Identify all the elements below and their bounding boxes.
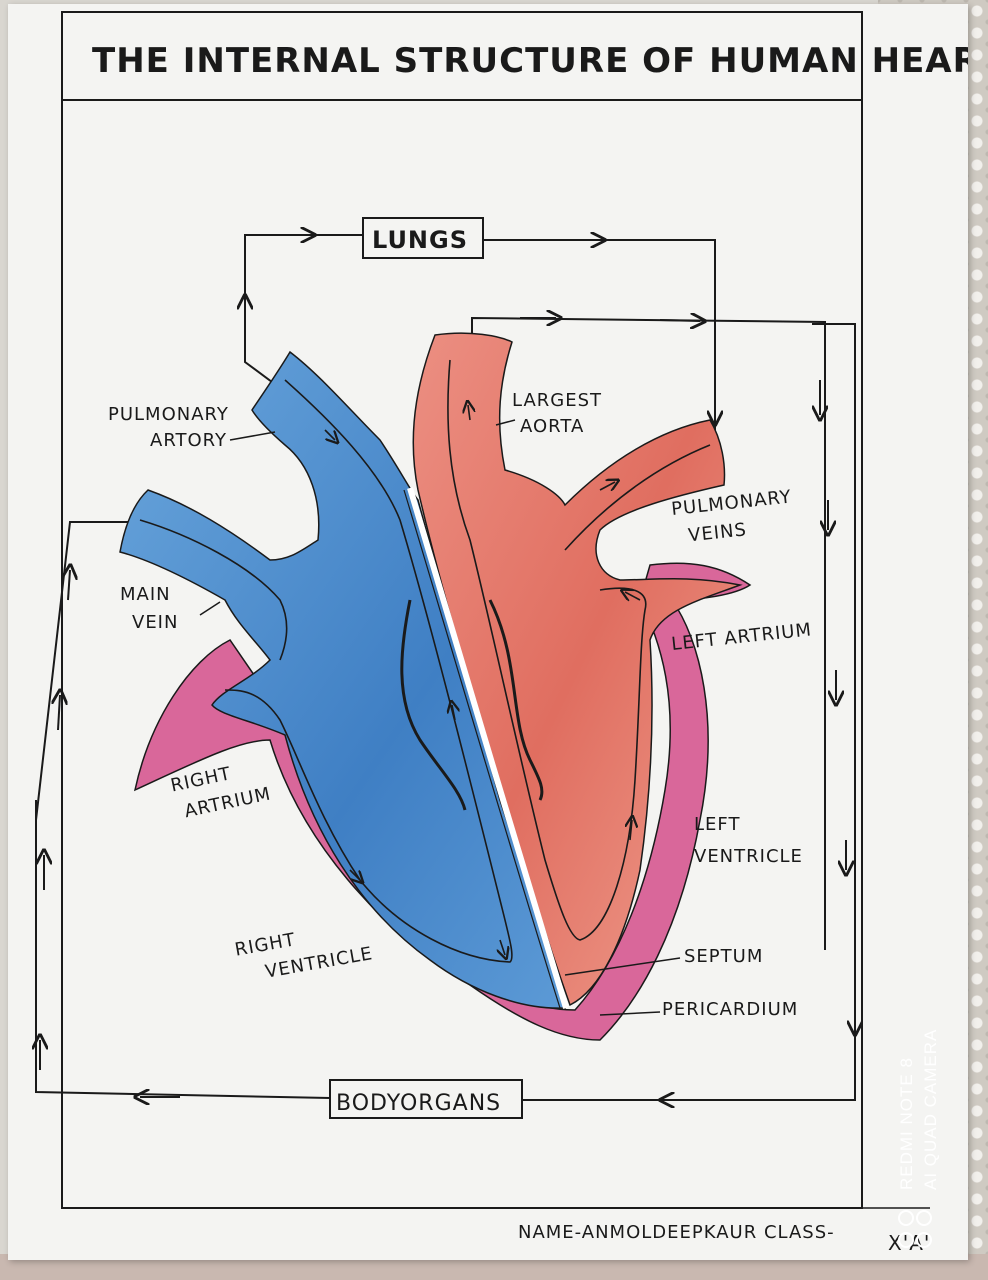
watermark-line2: AI QUAD CAMERA (921, 1029, 940, 1190)
body-organs-label: BODYORGANS (336, 1091, 501, 1116)
lungs-label: LUNGS (372, 226, 468, 254)
label-largest-aorta: LARGEST AORTA (512, 390, 609, 437)
body-organs-box (329, 1079, 523, 1119)
footer-name: NAME-ANMOLDEEPKAUR CLASS- (518, 1222, 835, 1243)
septum-wall (407, 487, 569, 1009)
flow-lines (139, 359, 711, 963)
label-pericardium: PERICARDIUM (662, 999, 798, 1020)
page-title: THE INTERNAL STRUCTURE OF HUMAN HEART (92, 41, 968, 81)
label-left-ventricle: LEFT VENTRICLE (694, 814, 803, 867)
label-pulmonary-artery: PULMONARY ARTORY (108, 404, 236, 451)
label-main-vein: MAIN VEIN (120, 584, 178, 633)
label-pulmonary-veins: PULMONARY VEINS (670, 486, 802, 548)
label-left-atrium: LEFT ARTRIUM (670, 619, 813, 655)
footer-class: X'A' (888, 1231, 930, 1255)
camera-watermark: REDMI NOTE 8 AI QUAD CAMERA (897, 1029, 940, 1248)
camera-lens-icon (898, 1210, 932, 1248)
watermark-line1: REDMI NOTE 8 (897, 1057, 916, 1190)
label-septum: SEPTUM (684, 946, 763, 967)
label-right-ventricle: RIGHT VENTRICLE (233, 917, 374, 988)
lungs-box (362, 217, 484, 259)
paper-sheet: THE INTERNAL STRUCTURE OF HUMAN HEART LU… (8, 4, 988, 1260)
heart-diagram: THE INTERNAL STRUCTURE OF HUMAN HEART LU… (8, 11, 988, 1255)
leader-lines (199, 419, 681, 1016)
